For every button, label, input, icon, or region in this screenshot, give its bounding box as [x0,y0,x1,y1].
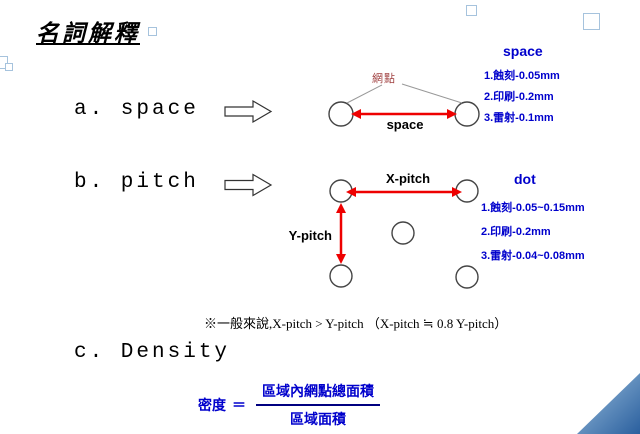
block-arrow-right-icon [224,99,273,124]
density-formula: 密度 ＝ 區域內網點總面積 區域面積 [198,381,380,429]
formula-denominator: 區域面積 [290,411,346,427]
arrowhead-up-icon [336,203,346,213]
decor-square [466,5,477,16]
dot-circle [328,101,354,127]
pitch-diagram [329,179,479,289]
space-measure-label: space [386,117,424,132]
dot-callout-label: 網點 [372,73,396,85]
arrowhead-down-icon [336,254,346,264]
arrowhead-left-icon [346,187,356,197]
decor-square [148,27,157,36]
arrowhead-left-icon [351,109,361,119]
space-panel-heading: space [503,43,543,59]
dot-circle [329,264,353,288]
formula-lhs: 密度 [198,397,226,413]
dot-panel-item: 3.雷射-0.04~0.08mm [481,250,585,262]
y-pitch-label: Y-pitch [288,228,332,243]
decor-square [0,56,8,69]
space-panel-item: 2.印刷-0.2mm [484,91,554,103]
note-text: ※一般來說,X-pitch > Y-pitch （X-pitch ≒ 0.8 Y… [204,316,508,331]
section-label-density: c. Density [74,341,231,364]
dot-circle [391,221,415,245]
arrowhead-right-icon [447,109,457,119]
section-label-pitch: b. pitch [74,171,199,194]
arrowhead-right-icon [452,187,462,197]
dot-panel-item: 1.蝕刻-0.05~0.15mm [481,202,585,214]
dot-circle [454,101,480,127]
formula-numerator: 區域內網點總面積 [256,381,380,406]
x-pitch-label: X-pitch [385,171,431,186]
space-panel-item: 3.雷射-0.1mm [484,112,554,124]
space-diagram [328,83,480,127]
decor-square [583,13,600,30]
decor-square [5,63,13,71]
formula-fraction: 區域內網點總面積 區域面積 [256,381,380,429]
dot-panel-heading: dot [514,171,536,187]
section-label-space: a. space [74,98,199,121]
callout-line [346,84,383,104]
space-panel-item: 1.蝕刻-0.05mm [484,70,560,82]
page-title: 名詞解釋 [36,20,140,47]
callout-line [401,83,463,104]
formula-equals: ＝ [232,397,246,413]
block-arrow-right-icon [224,173,273,197]
corner-triangle-decor [577,373,640,434]
dot-circle [455,265,479,289]
dot-panel-item: 2.印刷-0.2mm [481,226,551,238]
